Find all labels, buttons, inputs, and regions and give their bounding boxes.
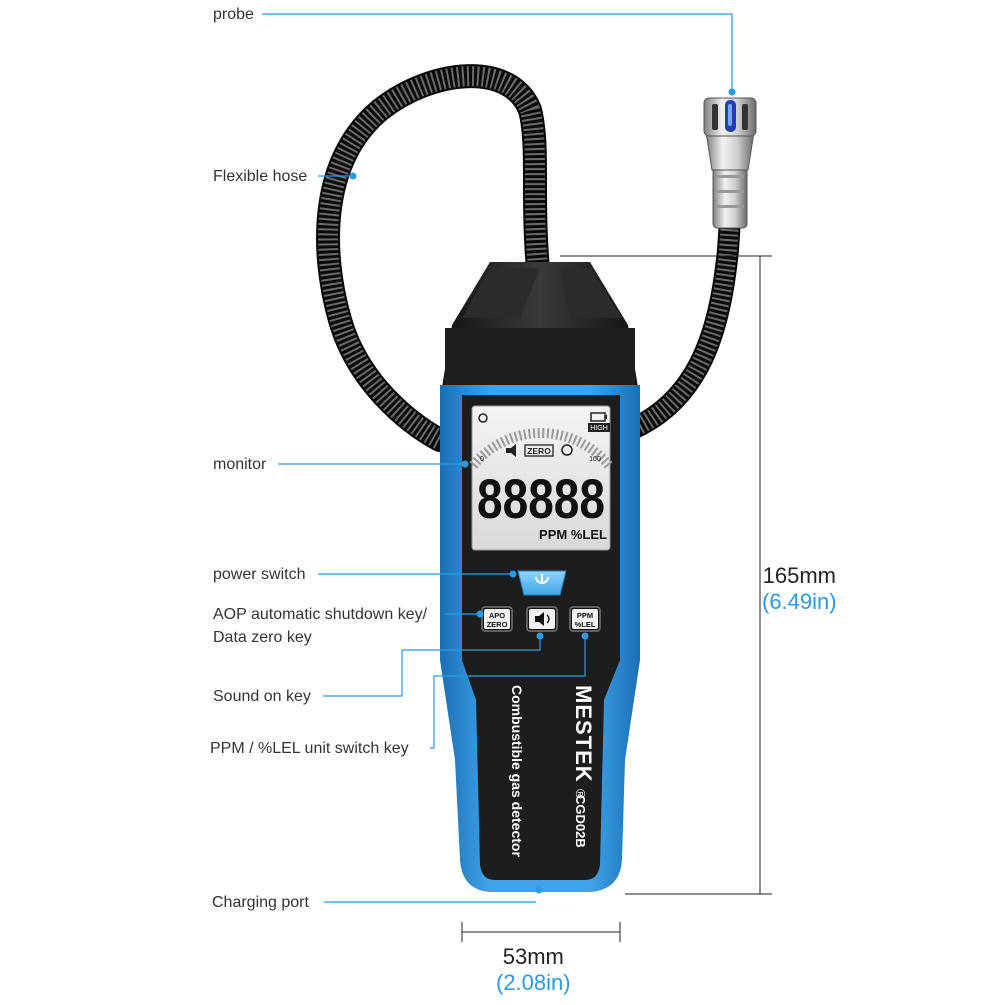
product-name: Combustible gas detector bbox=[509, 685, 525, 857]
sound-key-label: Sound on key bbox=[213, 686, 311, 708]
lcd-scale-segment bbox=[534, 428, 535, 438]
lcd-scale-max: 100 bbox=[589, 456, 601, 463]
ppm-key-bottom: %LEL bbox=[575, 620, 596, 629]
monitor-label: monitor bbox=[213, 454, 266, 476]
ppm-key-top: PPM bbox=[577, 611, 593, 620]
hose-label: Flexible hose bbox=[213, 166, 307, 188]
product-name-block: Combustible gas detector bbox=[509, 685, 525, 857]
lcd-zero-badge: ZERO bbox=[527, 446, 551, 456]
lcd-high-badge: HIGH bbox=[590, 425, 608, 432]
height-dimension-label: 165mm (6.49in) bbox=[762, 563, 837, 615]
apo-key-top: APO bbox=[489, 611, 505, 620]
width-dimension-label: 53mm (2.08in) bbox=[496, 944, 571, 996]
height-mm: 165mm bbox=[762, 563, 837, 589]
probe-tip bbox=[704, 98, 756, 228]
unit-key-label: PPM / %LEL unit switch key bbox=[210, 738, 409, 760]
ppm-lel-key[interactable]: PPM %LEL bbox=[570, 607, 600, 631]
power-button[interactable] bbox=[518, 571, 566, 595]
lcd-scale-min: 0 bbox=[480, 456, 484, 463]
lcd-scale-segment bbox=[552, 429, 553, 439]
width-in: (2.08in) bbox=[496, 970, 571, 996]
apo-zero-key[interactable]: APO ZERO bbox=[482, 607, 512, 631]
lcd-scale-segment bbox=[548, 428, 549, 438]
probe-label: probe bbox=[213, 4, 254, 26]
device-head bbox=[440, 262, 640, 400]
width-mm: 53mm bbox=[496, 944, 571, 970]
lcd-monitor: HIGH ZERO 0 100 88888 PPM %LEL bbox=[470, 406, 612, 550]
power-switch-label: power switch bbox=[213, 564, 305, 586]
lcd-units: PPM %LEL bbox=[539, 527, 607, 542]
lcd-scale-segment bbox=[529, 429, 530, 439]
sound-key[interactable] bbox=[527, 607, 557, 631]
apo-key-bottom: ZERO bbox=[487, 620, 508, 629]
brand-name: MESTEK bbox=[571, 685, 596, 783]
model-name: CGD02B bbox=[573, 795, 588, 848]
charging-port-label: Charging port bbox=[212, 892, 309, 914]
apo-key-label-line2: Data zero key bbox=[213, 627, 312, 649]
height-in: (6.49in) bbox=[762, 589, 837, 615]
lcd-digits: 88888 bbox=[477, 467, 605, 530]
apo-key-label-line1: AOP automatic shutdown key/ bbox=[213, 604, 427, 626]
